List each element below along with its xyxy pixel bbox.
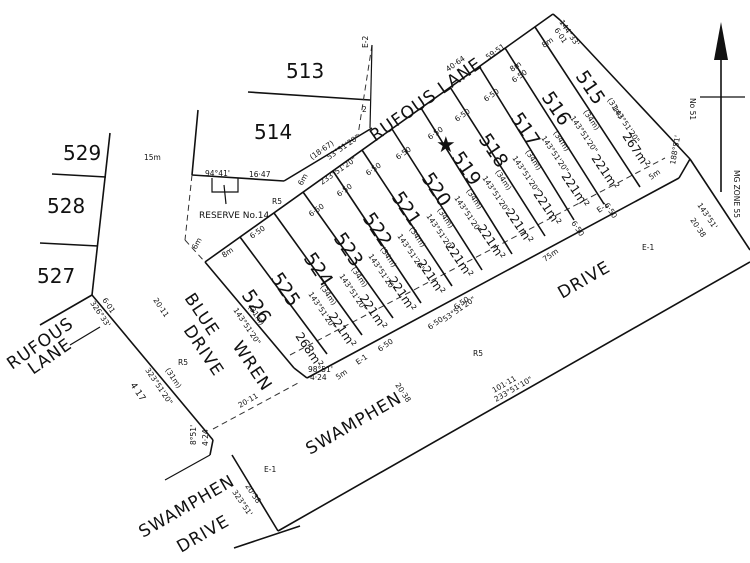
lot-528-number: 528 xyxy=(47,194,85,218)
svg-text:75m: 75m xyxy=(541,247,560,264)
svg-text:5m: 5m xyxy=(334,367,349,381)
western-lot-lines xyxy=(39,173,107,247)
lot-518-number: 518 xyxy=(474,129,513,171)
neighbour-lot-numbers: 513 514 529 528 527 xyxy=(37,59,324,288)
north-arrow: MG ZONE 55 No 51 xyxy=(688,22,745,218)
svg-text:E-1: E-1 xyxy=(354,352,369,367)
swamphen-drive-label: DRIVE xyxy=(555,257,615,303)
svg-text:6·50: 6·50 xyxy=(335,182,354,199)
svg-text:4·24: 4·24 xyxy=(201,429,210,446)
survey-annotations: RESERVE No.14 94°41' 16·47 15m R5 R5 R5 … xyxy=(88,18,719,518)
svg-text:233°51'20": 233°51'20" xyxy=(318,155,358,187)
svg-text:E-1: E-1 xyxy=(642,243,654,252)
svg-text:4 17: 4 17 xyxy=(128,381,148,403)
svg-text:20·11: 20·11 xyxy=(237,391,260,410)
lot-525-number: 525 xyxy=(266,268,305,310)
svg-text:16·47: 16·47 xyxy=(249,170,271,179)
svg-text:E-1: E-1 xyxy=(264,465,276,474)
svg-text:6m: 6m xyxy=(190,236,204,251)
lot-dividers xyxy=(239,26,641,355)
svg-text:4·24: 4·24 xyxy=(310,373,327,382)
blue-wren-label-3: WREN xyxy=(228,338,276,396)
svg-text:R5: R5 xyxy=(178,358,188,367)
svg-text:6m: 6m xyxy=(296,172,310,187)
lot-515-number: 515 xyxy=(571,66,610,108)
svg-text:E-2: E-2 xyxy=(361,36,370,48)
rufous-lane-label: RUFOUS LANE xyxy=(366,54,486,146)
lot-529-number: 529 xyxy=(63,141,101,165)
svg-text:6·50: 6·50 xyxy=(248,224,267,241)
lot-521-number: 521 xyxy=(387,187,426,229)
svg-text:20·11: 20·11 xyxy=(151,296,171,319)
swamphen-drive-outline xyxy=(164,158,750,549)
grid-zone-label: MG ZONE 55 xyxy=(732,170,741,218)
svg-text:5m: 5m xyxy=(647,167,662,181)
svg-text:8m: 8m xyxy=(220,245,235,259)
lot-523-number: 523 xyxy=(329,228,368,270)
svg-text:94°41': 94°41' xyxy=(205,169,230,178)
lot-513-number: 513 xyxy=(286,59,324,83)
grid-tick-label: No 51 xyxy=(688,98,697,120)
svg-text:6·50: 6·50 xyxy=(453,107,472,124)
svg-text:R5: R5 xyxy=(272,197,282,206)
svg-text:6·50: 6·50 xyxy=(482,87,501,104)
lot-517-number: 517 xyxy=(506,108,545,150)
svg-text:6·50: 6·50 xyxy=(394,145,413,162)
svg-text:2: 2 xyxy=(362,105,367,114)
lot-527-number: 527 xyxy=(37,264,75,288)
lot-block-outline xyxy=(204,13,691,379)
reserve-label: RESERVE No.14 xyxy=(199,211,269,221)
svg-text:8°51': 8°51' xyxy=(189,425,198,445)
lot-522-number: 522 xyxy=(358,208,397,250)
highlighted-lot-star-icon: ★ xyxy=(436,133,456,158)
svg-text:188°51': 188°51' xyxy=(668,135,682,166)
north-lots-lines xyxy=(184,44,373,263)
lot-520-number: 520 xyxy=(417,168,456,210)
blue-wren-drive-outline xyxy=(39,132,214,456)
svg-text:6·50: 6·50 xyxy=(364,161,383,178)
svg-text:59·51: 59·51 xyxy=(484,42,507,62)
svg-text:(31m): (31m) xyxy=(163,366,183,390)
swamphen-drive-main-label: SWAMPHEN xyxy=(303,388,406,459)
svg-text:6·50: 6·50 xyxy=(307,202,326,219)
svg-text:15m: 15m xyxy=(144,153,161,162)
svg-text:R5: R5 xyxy=(473,349,483,358)
svg-text:98°51': 98°51' xyxy=(308,365,333,374)
lot-514-number: 514 xyxy=(254,120,292,144)
